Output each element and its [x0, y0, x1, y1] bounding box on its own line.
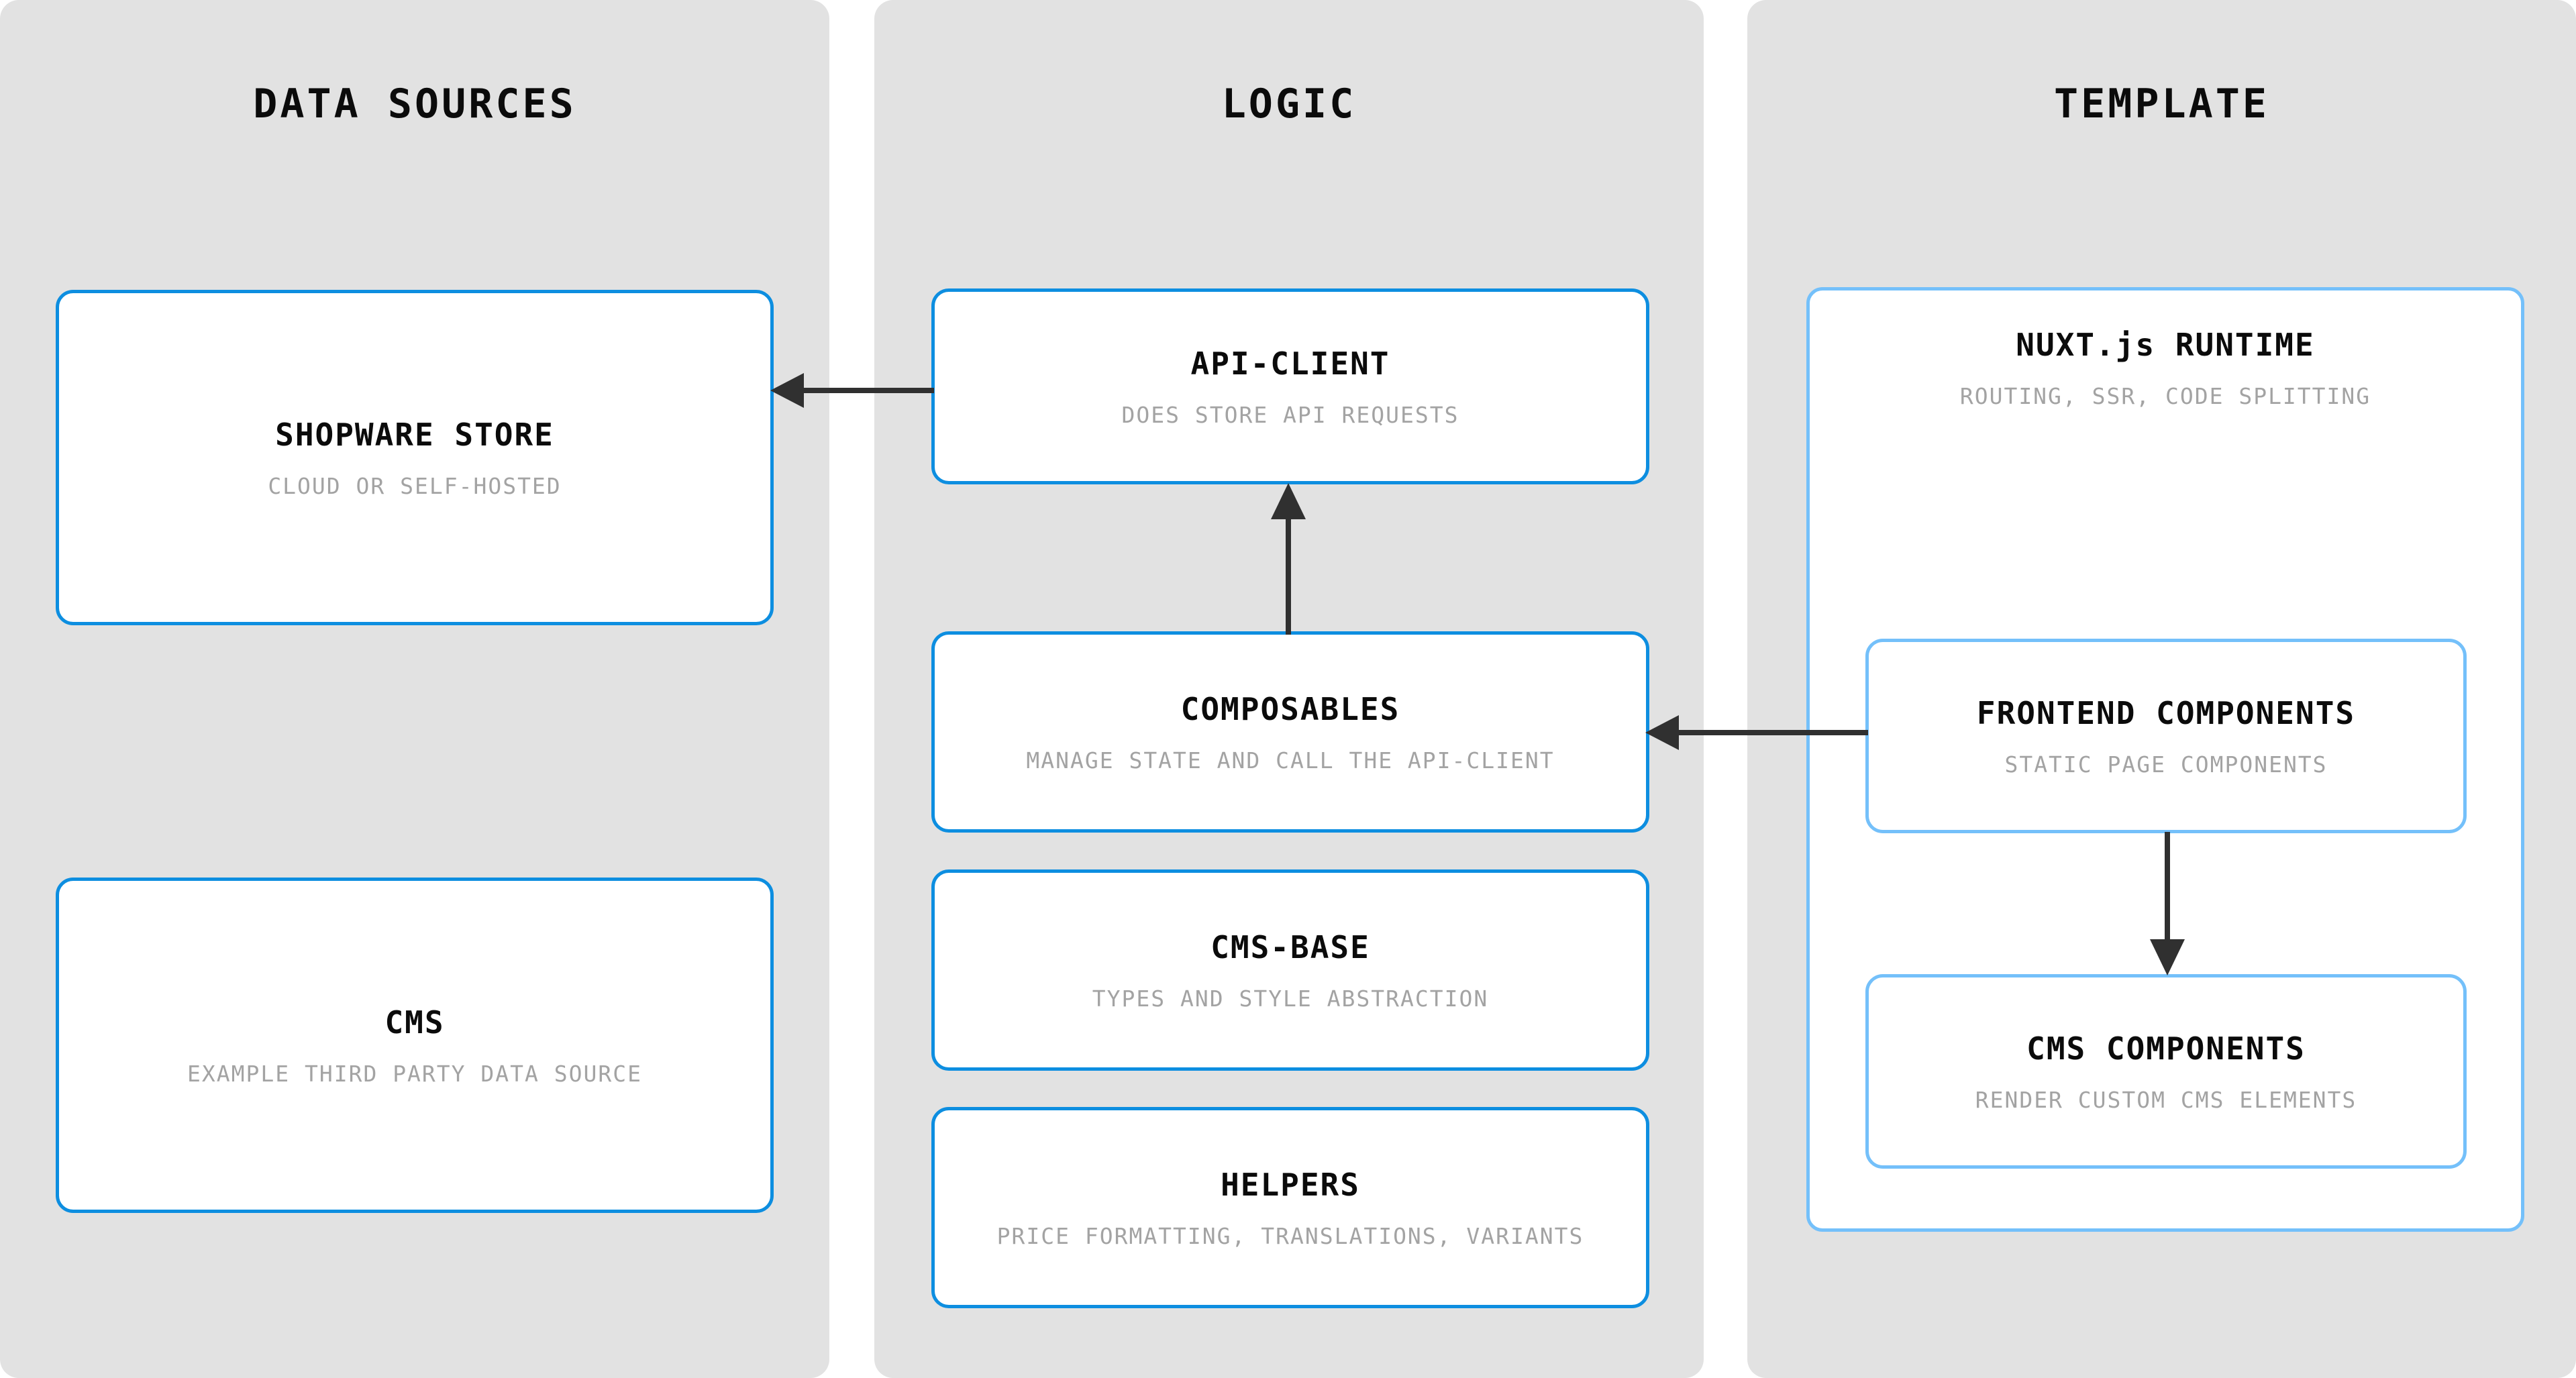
node-helpers[interactable]: HELPERS PRICE FORMATTING, TRANSLATIONS, …: [931, 1107, 1649, 1308]
node-subtitle: RENDER CUSTOM CMS ELEMENTS: [1975, 1086, 2357, 1113]
node-subtitle: PRICE FORMATTING, TRANSLATIONS, VARIANTS: [996, 1222, 1584, 1249]
node-title: API-CLIENT: [1190, 345, 1390, 382]
node-subtitle: EXAMPLE THIRD PARTY DATA SOURCE: [187, 1060, 642, 1087]
panel-title-template: TEMPLATE: [2054, 81, 2269, 127]
node-shopware-store[interactable]: SHOPWARE STORE CLOUD OR SELF-HOSTED: [56, 290, 774, 625]
node-cms-components[interactable]: CMS COMPONENTS RENDER CUSTOM CMS ELEMENT…: [1865, 974, 2467, 1169]
node-title: CMS-BASE: [1210, 929, 1370, 965]
node-frontend-components[interactable]: FRONTEND COMPONENTS STATIC PAGE COMPONEN…: [1865, 639, 2467, 833]
node-title: CMS COMPONENTS: [2026, 1030, 2306, 1067]
node-subtitle: TYPES AND STYLE ABSTRACTION: [1092, 985, 1489, 1012]
node-cms[interactable]: CMS EXAMPLE THIRD PARTY DATA SOURCE: [56, 878, 774, 1213]
node-cms-base[interactable]: CMS-BASE TYPES AND STYLE ABSTRACTION: [931, 869, 1649, 1071]
panel-title-data-sources: DATA SOURCES: [253, 81, 576, 127]
node-title: HELPERS: [1221, 1166, 1360, 1203]
node-title: COMPOSABLES: [1180, 690, 1400, 727]
node-title: FRONTEND COMPONENTS: [1976, 694, 2356, 731]
node-subtitle: CLOUD OR SELF-HOSTED: [268, 472, 562, 499]
panel-title-logic: LOGIC: [1221, 81, 1357, 127]
node-api-client[interactable]: API-CLIENT DOES STORE API REQUESTS: [931, 288, 1649, 484]
node-subtitle: STATIC PAGE COMPONENTS: [2004, 751, 2328, 778]
node-subtitle: MANAGE STATE AND CALL THE API-CLIENT: [1026, 747, 1555, 774]
node-title: SHOPWARE STORE: [275, 416, 554, 453]
node-subtitle: ROUTING, SSR, CODE SPLITTING: [1959, 383, 2371, 409]
node-composables[interactable]: COMPOSABLES MANAGE STATE AND CALL THE AP…: [931, 631, 1649, 833]
node-title: NUXT.js RUNTIME: [2016, 327, 2315, 363]
node-subtitle: DOES STORE API REQUESTS: [1121, 401, 1459, 428]
node-title: CMS: [384, 1004, 445, 1041]
